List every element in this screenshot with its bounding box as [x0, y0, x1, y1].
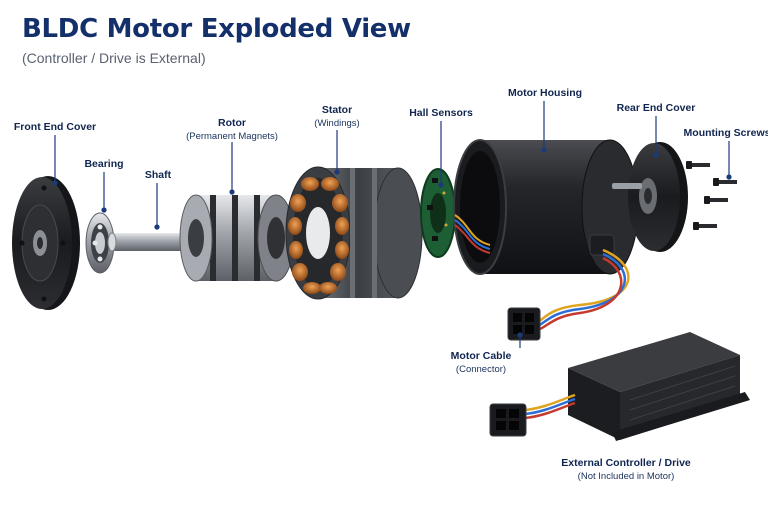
label-shaft: Shaft — [145, 169, 171, 182]
label-stator-sub: (Windings) — [314, 118, 360, 129]
label-motor-housing-text: Motor Housing — [507, 87, 583, 99]
label-shaft-text: Shaft — [144, 169, 172, 181]
label-rear-end-cover-text: Rear End Cover — [616, 102, 696, 114]
label-front-end-cover-text: Front End Cover — [13, 121, 97, 133]
label-bearing: Bearing — [84, 158, 123, 171]
label-rotor-sub: (Permanent Magnets) — [186, 131, 278, 142]
hall-sensors-board — [420, 168, 456, 258]
front-end-cover — [12, 176, 80, 310]
label-motor-cable-sub: (Connector) — [455, 364, 507, 375]
label-mounting-screws: Mounting Screws — [684, 127, 768, 140]
mounting-screws — [686, 161, 737, 230]
page-title: BLDC Motor Exploded View — [22, 14, 411, 44]
label-controller: External Controller / Drive (Not Include… — [561, 457, 691, 483]
label-rear-end-cover: Rear End Cover — [617, 102, 696, 115]
label-motor-housing: Motor Housing — [508, 87, 582, 100]
label-bearing-text: Bearing — [84, 158, 124, 170]
rotor — [179, 194, 295, 282]
stator — [285, 166, 423, 300]
page-subtitle: (Controller / Drive is External) — [22, 50, 206, 66]
label-stator-text: Stator — [321, 104, 353, 116]
label-rotor-text: Rotor — [218, 117, 246, 129]
label-motor-cable: Motor Cable (Connector) — [451, 350, 512, 376]
label-rotor: Rotor (Permanent Magnets) — [186, 117, 278, 143]
leader-lines — [52, 101, 732, 348]
external-controller — [489, 332, 750, 441]
label-controller-sub: (Not Included in Motor) — [577, 471, 675, 482]
label-motor-cable-text: Motor Cable — [450, 350, 512, 362]
label-hall-sensors-text: Hall Sensors — [409, 107, 473, 119]
motor-housing — [453, 139, 639, 275]
label-front-end-cover: Front End Cover — [14, 121, 96, 134]
label-hall-sensors: Hall Sensors — [409, 107, 473, 120]
motor-cable — [507, 248, 630, 341]
label-mounting-screws-text: Mounting Screws — [683, 127, 768, 139]
rear-end-cover — [612, 142, 688, 252]
label-controller-text: External Controller / Drive — [561, 457, 691, 469]
label-stator: Stator (Windings) — [314, 104, 359, 130]
